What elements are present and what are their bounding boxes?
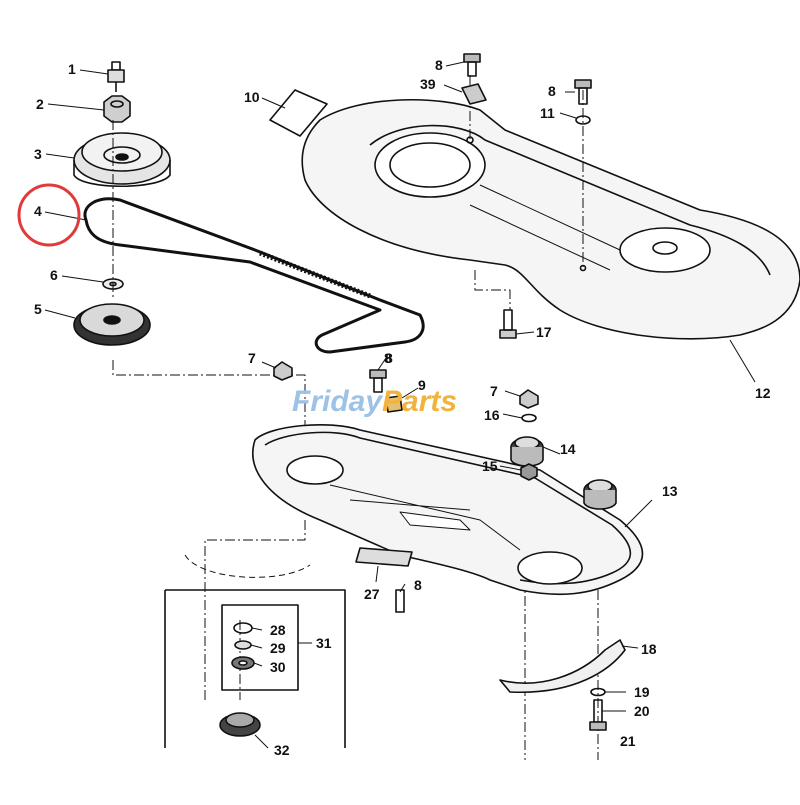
callout-labels: 1 2 3 4 5 6 7 8 8 39 8 11 10 12 17 8 9 7… (34, 57, 771, 758)
callout-label: 39 (420, 76, 436, 92)
blade-arc (184, 554, 311, 578)
bolt-17 (499, 309, 517, 339)
callout-label: 30 (270, 659, 286, 675)
bolt-8-top (463, 53, 481, 77)
callout-label: 8 (385, 350, 393, 366)
callout-label: 13 (662, 483, 678, 499)
callout-label: 8 (414, 577, 422, 593)
callout-label: 15 (482, 458, 498, 474)
lower-belt-guard (252, 424, 644, 596)
guard-18 (499, 639, 626, 693)
callout-label: 10 (244, 89, 260, 105)
callout-label: 20 (634, 703, 650, 719)
bolt-20 (589, 699, 607, 731)
callout-label: 6 (50, 267, 58, 283)
callout-label: 18 (641, 641, 657, 657)
callout-label: 8 (548, 83, 556, 99)
idler-pulley-14-b (583, 479, 617, 510)
callout-label: 31 (316, 635, 332, 651)
belt-shield-upper (301, 98, 800, 340)
nut-15 (520, 463, 538, 481)
pulley-3 (73, 132, 171, 187)
callout-label: 28 (270, 622, 286, 638)
callout-label: 29 (270, 640, 286, 656)
bolt-1 (107, 61, 125, 92)
nut-2 (103, 95, 131, 123)
callout-label: 7 (248, 350, 256, 366)
leader-lines (44, 61, 756, 749)
bolt-8-low (395, 589, 405, 613)
washer-11 (575, 115, 591, 125)
sheave-5 (73, 303, 151, 346)
callout-label: 3 (34, 146, 42, 162)
callout-label: 17 (536, 324, 552, 340)
callout-label: 8 (384, 350, 392, 366)
callout-label: 16 (484, 407, 500, 423)
callout-label: 5 (34, 301, 42, 317)
callout-label: 7 (490, 383, 498, 399)
bolt-8-mid (369, 369, 387, 393)
highlight-circle (17, 183, 81, 247)
callout-label: 2 (36, 96, 44, 112)
clip-9 (385, 395, 403, 413)
callout-label: 12 (755, 385, 771, 401)
bracket-27 (355, 547, 413, 567)
bracket-39 (461, 83, 487, 105)
watermark-brand-a: Friday (292, 385, 383, 418)
washer-16 (521, 413, 537, 423)
callout-label: 27 (364, 586, 380, 602)
callout-label: 11 (540, 105, 555, 121)
drive-belt-4 (83, 197, 425, 354)
callout-label: 9 (418, 377, 426, 393)
bolt-8-right (574, 79, 592, 105)
decal-sticker (269, 89, 328, 137)
nut-7-left (273, 361, 293, 381)
callout-label: 4 (34, 203, 42, 219)
spindle-assembly-box (164, 589, 346, 748)
callout-label: 1 (68, 61, 76, 77)
callout-label: 19 (634, 684, 650, 700)
callout-label: 14 (560, 441, 576, 457)
watermark-brand-b: Parts (382, 385, 457, 418)
idler-pulley-14-a (510, 436, 544, 467)
nut-7-right (519, 389, 539, 409)
callout-label: 32 (274, 742, 290, 758)
watermark: FridayParts (292, 385, 457, 418)
callout-label: 8 (435, 57, 443, 73)
callout-label: 21 (620, 733, 636, 749)
